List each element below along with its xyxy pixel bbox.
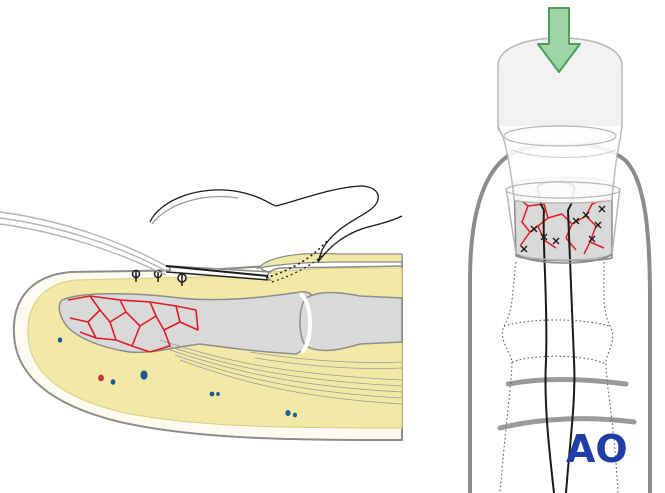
lateral-view-panel <box>0 185 403 442</box>
ao-logo: AO <box>566 427 628 471</box>
fracture-lines-lateral <box>67 295 199 353</box>
flexion-creases <box>497 377 637 431</box>
curved-needle <box>149 185 403 263</box>
middle-phalanx <box>299 291 403 352</box>
joint-space <box>298 292 313 354</box>
tendon-fibers <box>159 339 403 405</box>
dotted-suture-path <box>265 239 329 279</box>
dotted-suture-path-2 <box>271 245 333 283</box>
dorsal-suture-crosses <box>520 205 606 253</box>
nail-cap <box>497 37 623 264</box>
vessels <box>57 337 297 418</box>
dorsal-view-panel: AO <box>468 7 652 493</box>
suture-strands <box>0 211 269 281</box>
nail-fold <box>256 252 403 269</box>
compression-arrow-icon <box>537 7 581 73</box>
phalanx-outline-dotted <box>499 261 619 493</box>
distal-phalanx <box>58 291 318 355</box>
